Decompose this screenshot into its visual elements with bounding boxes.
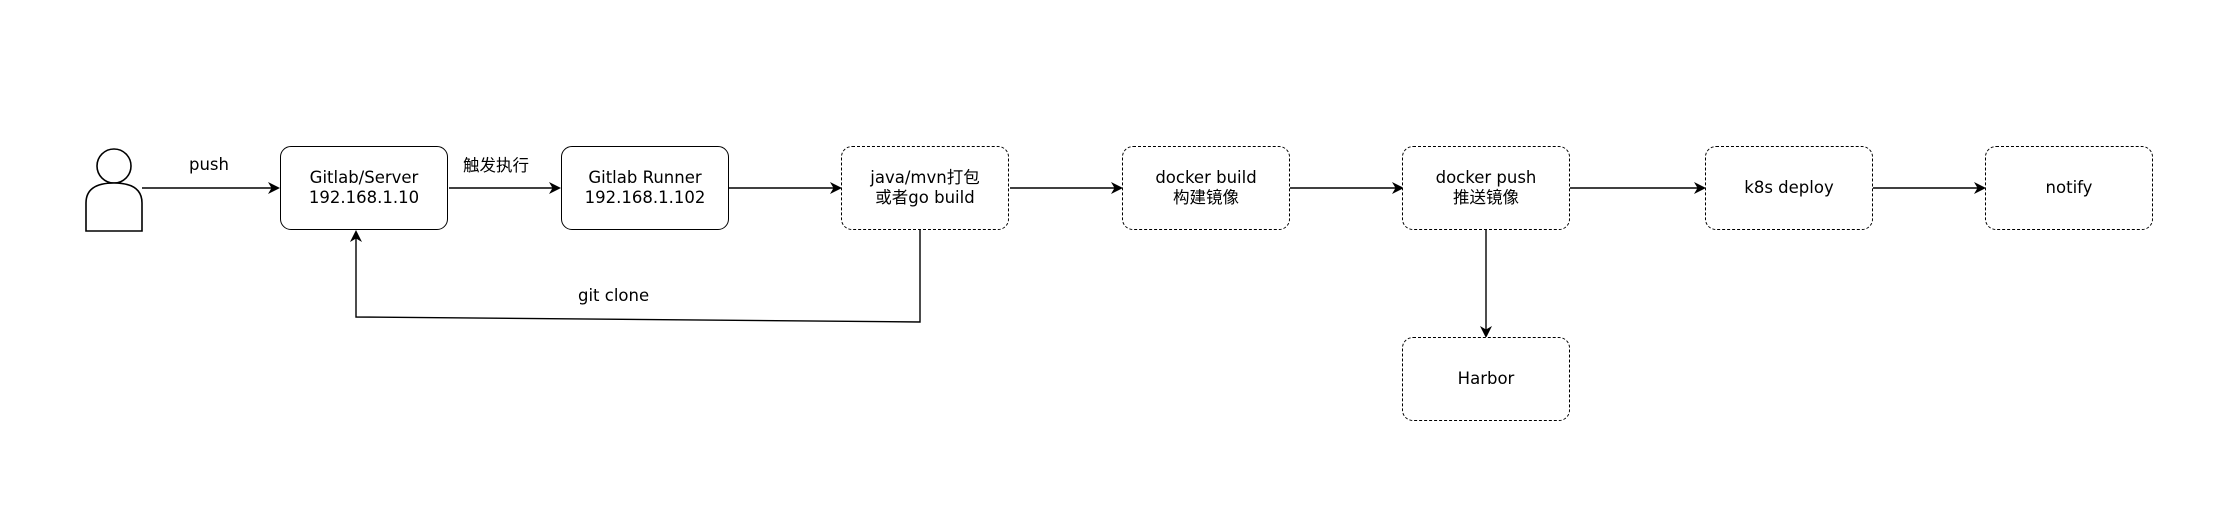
node-docker-push: docker push 推送镜像: [1402, 146, 1570, 230]
edge-label-push: push: [187, 155, 231, 175]
node-build: java/mvn打包 或者go build: [841, 146, 1009, 230]
node-notify-line1: notify: [2045, 178, 2093, 197]
node-k8s-deploy: k8s deploy: [1705, 146, 1873, 230]
edge-label-git-clone: git clone: [576, 286, 652, 306]
node-harbor-line1: Harbor: [1457, 369, 1515, 388]
node-k8s-deploy-line1: k8s deploy: [1744, 178, 1834, 197]
node-gitlab-runner-line1: Gitlab Runner: [588, 168, 702, 187]
node-gitlab-server-line2: 192.168.1.10: [308, 188, 420, 207]
node-docker-build-line2: 构建镜像: [1173, 188, 1239, 207]
node-gitlab-server: Gitlab/Server 192.168.1.10: [280, 146, 448, 230]
node-gitlab-runner: Gitlab Runner 192.168.1.102: [561, 146, 729, 230]
user-icon: [85, 148, 143, 232]
node-docker-build: docker build 构建镜像: [1122, 146, 1290, 230]
node-build-line1: java/mvn打包: [870, 168, 980, 187]
node-notify: notify: [1985, 146, 2153, 230]
node-docker-push-line2: 推送镜像: [1453, 188, 1519, 207]
node-docker-push-line1: docker push: [1435, 168, 1537, 187]
node-docker-build-line1: docker build: [1155, 168, 1257, 187]
node-harbor: Harbor: [1402, 337, 1570, 421]
node-build-line2: 或者go build: [875, 188, 975, 207]
node-gitlab-runner-line2: 192.168.1.102: [584, 188, 706, 207]
edge-label-trigger: 触发执行: [461, 156, 531, 176]
node-gitlab-server-line1: Gitlab/Server: [309, 168, 419, 187]
edge-git-clone: [350, 230, 921, 323]
